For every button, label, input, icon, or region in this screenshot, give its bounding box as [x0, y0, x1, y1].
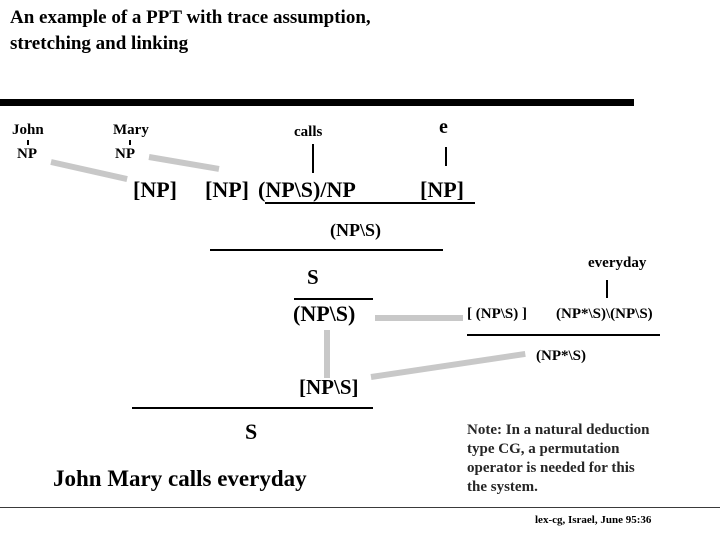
derivation-rule-line-2: [210, 249, 443, 251]
word-everyday: everyday: [588, 255, 647, 271]
footer-text: lex-cg, Israel, June 95:36: [535, 514, 652, 526]
edge-everyday-category: [606, 280, 608, 298]
word-trace-e: e: [439, 116, 448, 138]
category-np-john: NP: [17, 146, 37, 162]
edge-e-category: [445, 147, 447, 166]
title-divider-bar: [0, 99, 634, 106]
link-np-s-down: [324, 330, 330, 378]
category-trace-np-2: [NP]: [205, 177, 249, 202]
derivation-rule-line-1: [265, 202, 475, 204]
derivation-rule-line-5: [132, 407, 373, 409]
category-s-mid: S: [307, 265, 319, 289]
note-text: Note: In a natural deduction type CG, a …: [467, 422, 650, 495]
link-np-star-s-to-bracket: [370, 350, 526, 380]
edge-mary-np: [129, 140, 131, 145]
category-np-s-big: (NP\S): [293, 301, 356, 326]
link-np-s-to-hypothesis: [375, 315, 463, 321]
category-verb: (NP\S)/NP: [258, 177, 356, 202]
stretch-link-mary-np: [148, 154, 220, 172]
category-np-mary: NP: [115, 146, 135, 162]
word-john: John: [12, 122, 44, 138]
derivation-rule-line-4: [467, 334, 660, 336]
edge-calls-category: [312, 144, 314, 173]
category-trace-np-1: [NP]: [133, 177, 177, 202]
category-bracket-np-s: [NP\S]: [299, 375, 359, 399]
result-sentence: John Mary calls everyday: [53, 466, 307, 491]
edge-john-np: [27, 140, 29, 145]
category-np-s-mid: (NP\S): [330, 220, 381, 240]
word-mary: Mary: [113, 122, 149, 138]
category-trace-np-3: [NP]: [420, 177, 464, 202]
category-s-bottom: S: [245, 419, 258, 444]
footer-divider-line: [0, 507, 720, 508]
category-np-star-s: (NP*\S): [536, 348, 586, 364]
word-calls: calls: [294, 124, 323, 140]
category-hypothesis-np-s: [ (NP\S) ]: [467, 306, 527, 322]
derivation-rule-line-3: [294, 298, 373, 300]
slide-title: An example of a PPT with trace assumptio…: [10, 7, 371, 54]
category-adverb: (NP*\S)\(NP\S): [556, 306, 653, 322]
